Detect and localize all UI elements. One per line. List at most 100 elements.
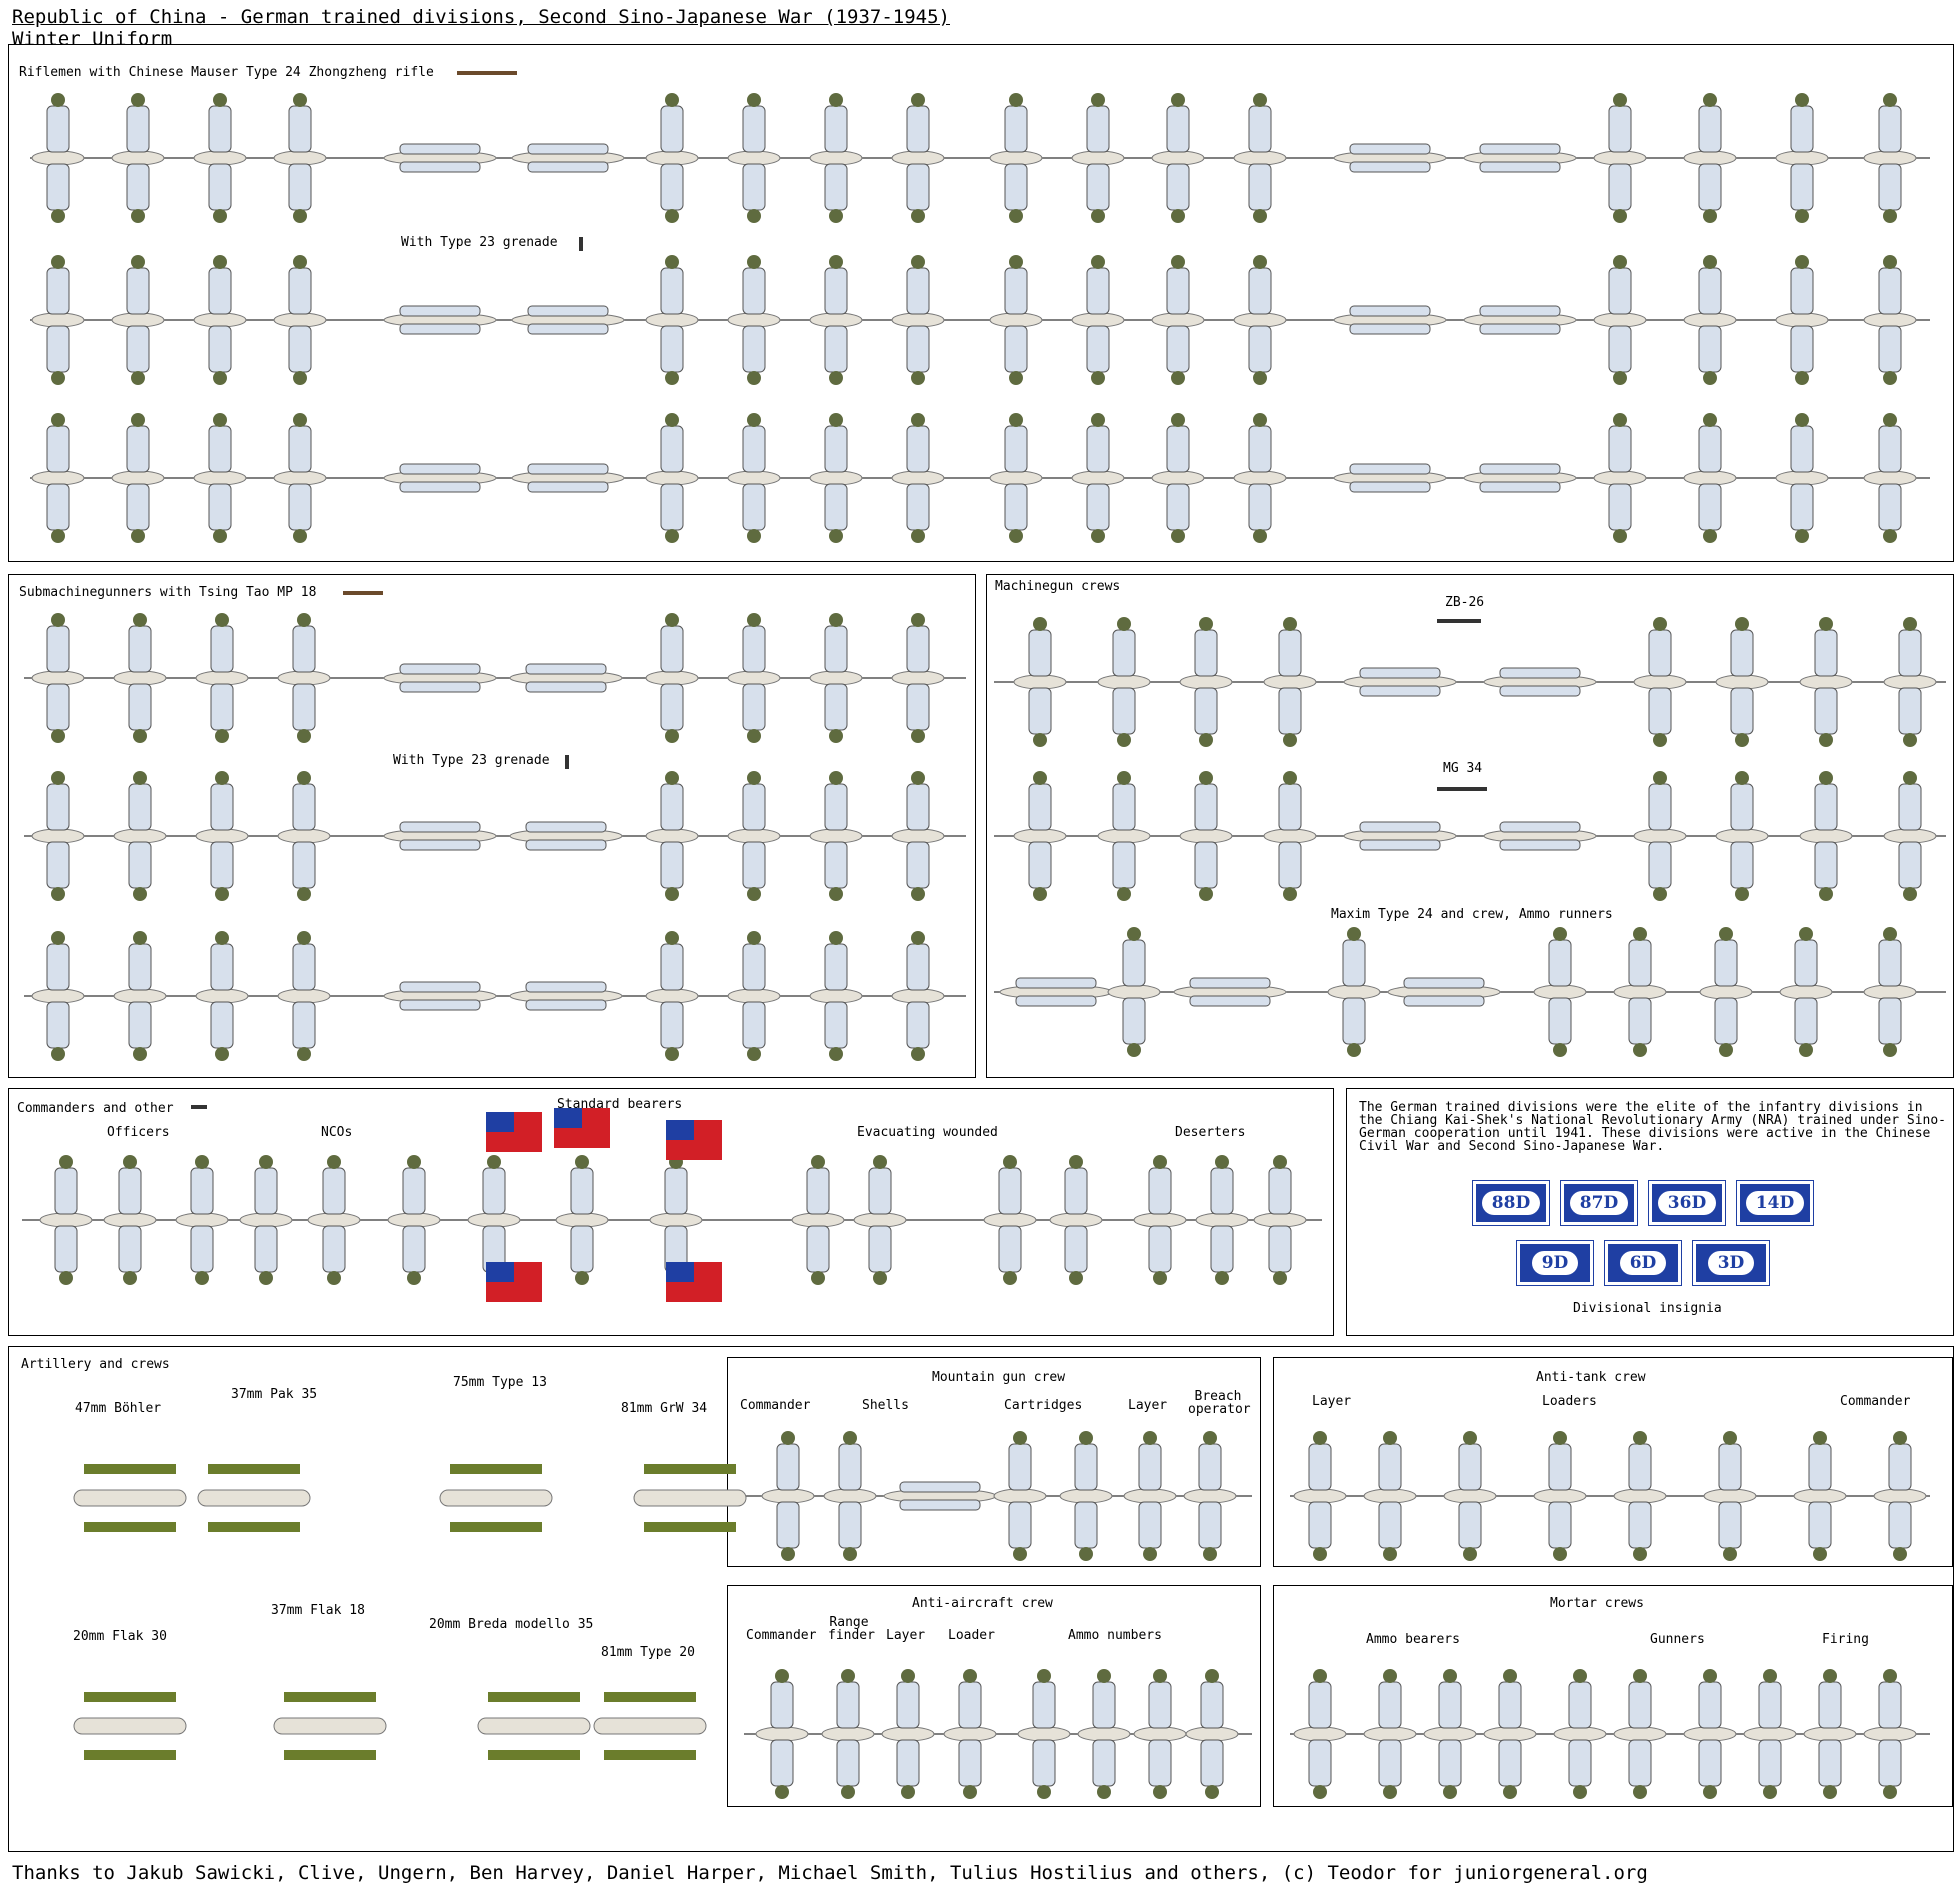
figure-body: [1714, 939, 1738, 987]
riflemen-grenade-label: With Type 23 grenade: [401, 235, 558, 250]
figure-base: [1683, 312, 1737, 328]
mountain-role-breach: Breach operator: [1188, 1389, 1251, 1417]
figure-head: [829, 413, 843, 427]
figure-body-mirror: [126, 163, 150, 211]
figure-base: [1593, 470, 1647, 486]
mg34-label: MG 34: [1443, 761, 1483, 776]
figure-body: [1628, 1681, 1652, 1729]
zb26-label: ZB-26: [1445, 595, 1485, 610]
figure-body: [570, 1167, 594, 1215]
figure-base: [1263, 828, 1317, 844]
figure-body: [776, 1443, 800, 1491]
figure-body: [742, 105, 766, 153]
mountain-role-shells: Shells: [862, 1398, 909, 1413]
figure-base: [881, 1726, 935, 1742]
figure-base: [645, 150, 699, 166]
figure-head-mirror: [829, 1047, 843, 1061]
figure-base: [983, 1212, 1037, 1228]
figure-body-mirror: [292, 683, 316, 731]
figure-base: [645, 470, 699, 486]
figure-base: [791, 1212, 845, 1228]
figure-head: [293, 255, 307, 269]
figure-body-mirror: [770, 1739, 794, 1787]
figure-head-mirror: [1091, 529, 1105, 543]
figure-body-mirror: [1730, 687, 1754, 735]
figure-base: [727, 150, 781, 166]
figure-base: [113, 828, 167, 844]
figure-head-mirror: [1037, 1785, 1051, 1799]
figure-head: [1215, 1155, 1229, 1169]
figure-base: [193, 150, 247, 166]
figure-body-mirror: [742, 163, 766, 211]
figure-head: [51, 93, 65, 107]
figure-head-mirror: [1719, 1043, 1733, 1057]
figure-body-mirror: [1086, 483, 1110, 531]
figure-head: [775, 1669, 789, 1683]
badge-6d-text: 6D: [1619, 1251, 1667, 1275]
figure-body: [1166, 267, 1190, 315]
figure-head-mirror: [1819, 733, 1833, 747]
figure-base: [1799, 828, 1853, 844]
figure-body-mirror: [1166, 325, 1190, 373]
figure-body: [1698, 425, 1722, 473]
gun-base: [593, 1717, 707, 1735]
figure-head: [1735, 771, 1749, 785]
figure-body: [1458, 1443, 1482, 1491]
figure-base: [1179, 674, 1233, 690]
figure-head-mirror: [1033, 887, 1047, 901]
figure-head: [829, 93, 843, 107]
figure-body: [824, 625, 848, 673]
figure-body: [1403, 977, 1485, 989]
figure-base: [1071, 470, 1125, 486]
figure-body: [998, 1167, 1022, 1215]
figure-body-mirror: [1112, 687, 1136, 735]
figure-body-mirror: [1198, 1501, 1222, 1549]
figure-body-mirror: [46, 1001, 70, 1049]
figure-head: [195, 1155, 209, 1169]
figure-head: [1463, 1431, 1477, 1445]
smg-label: Submachinegunners with Tsing Tao MP 18: [19, 585, 317, 600]
gun-barrel-mirror: [450, 1522, 542, 1532]
figure-head: [1199, 617, 1213, 631]
figure-base: [809, 828, 863, 844]
figure-base: [755, 1726, 809, 1742]
figure-body: [824, 783, 848, 831]
figure-head-mirror: [1313, 1547, 1327, 1561]
figure-head: [747, 93, 761, 107]
figure-body: [1378, 1681, 1402, 1729]
figure-head-mirror: [1893, 1547, 1907, 1561]
figure-body-mirror: [1086, 163, 1110, 211]
figure-body: [1200, 1681, 1224, 1729]
mg-label: Machinegun crews: [995, 579, 1121, 594]
figure-body: [1148, 1681, 1172, 1729]
figure-base: [31, 988, 85, 1004]
figure-head: [1283, 771, 1297, 785]
figure-body-mirror: [46, 841, 70, 889]
figure-body-mirror: [1194, 841, 1218, 889]
figure-head-mirror: [297, 1047, 311, 1061]
figure-base: [1151, 470, 1205, 486]
badge-9d-text: 9D: [1531, 1251, 1579, 1275]
figure-head: [131, 93, 145, 107]
figure-body: [1730, 629, 1754, 677]
figure-body: [1004, 105, 1028, 153]
figure-head-mirror: [1143, 1547, 1157, 1561]
figure-head-mirror: [1633, 1785, 1647, 1799]
mountain-label: Mountain gun crew: [932, 1370, 1066, 1385]
figure-head: [487, 1155, 501, 1169]
figure-head-mirror: [1003, 1271, 1017, 1285]
figure-head: [665, 413, 679, 427]
figure-body: [1498, 1681, 1522, 1729]
figure-base: [809, 670, 863, 686]
figure-base: [891, 828, 945, 844]
figure-head-mirror: [1347, 1043, 1361, 1057]
figure-body-mirror: [742, 325, 766, 373]
figure-body-mirror: [1718, 1501, 1742, 1549]
figure-body: [906, 943, 930, 991]
figure-head-mirror: [51, 529, 65, 543]
figure-head-mirror: [1253, 371, 1267, 385]
figure-body-mirror: [1608, 163, 1632, 211]
figure-body: [1814, 629, 1838, 677]
figure-base: [1863, 470, 1917, 486]
figure-base: [1775, 312, 1829, 328]
